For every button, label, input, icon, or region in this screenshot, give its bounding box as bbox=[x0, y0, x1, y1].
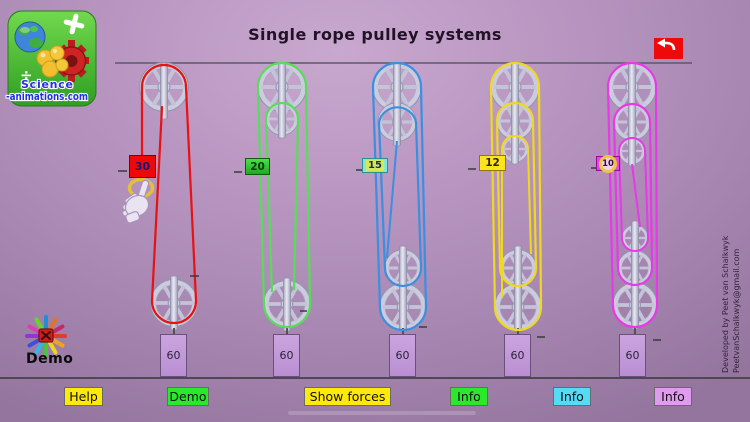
support-bar bbox=[278, 62, 286, 139]
load-weight-2: 60 bbox=[273, 334, 300, 377]
load-weight-4: 60 bbox=[504, 334, 531, 377]
force-handle-1[interactable]: 30 bbox=[129, 155, 156, 178]
force-value: 15 bbox=[366, 160, 384, 171]
force-value: 12 bbox=[485, 157, 500, 169]
rope bbox=[140, 63, 198, 325]
rope bbox=[501, 135, 532, 298]
force-handle-4[interactable]: 12 bbox=[479, 155, 506, 171]
help-button[interactable]: Help bbox=[64, 387, 103, 406]
info-button-2[interactable]: Info bbox=[553, 387, 591, 406]
highlight-strip bbox=[288, 411, 476, 415]
force-value: 10 bbox=[602, 158, 614, 169]
show-forces-button[interactable]: Show forces bbox=[304, 387, 391, 406]
movable-bar bbox=[631, 220, 639, 330]
support-bar bbox=[393, 62, 401, 147]
rope bbox=[612, 102, 654, 287]
rope bbox=[256, 61, 312, 329]
force-handle-2[interactable]: 20 bbox=[245, 158, 270, 175]
molecule-icon bbox=[36, 45, 69, 78]
credits: Developed by Peet van Schalkwyk PeetvanS… bbox=[721, 183, 742, 373]
info-button-3[interactable]: Info bbox=[654, 387, 692, 406]
support-bar bbox=[628, 62, 636, 167]
pulley-system-3 bbox=[356, 63, 427, 337]
rope bbox=[631, 163, 641, 228]
back-button[interactable] bbox=[654, 38, 683, 59]
credit-author: Developed by Peet van Schalkwyk bbox=[721, 235, 730, 373]
science-animations-logo[interactable]: ÷ Science -animations.com bbox=[5, 10, 97, 107]
return-arrow-icon bbox=[657, 38, 676, 51]
force-value: 20 bbox=[250, 160, 265, 173]
force-value: 30 bbox=[134, 160, 151, 173]
force-handle-3[interactable]: 15 bbox=[362, 158, 388, 173]
logo-text-1: Science bbox=[21, 78, 73, 91]
highlight-ring: 10 bbox=[599, 154, 617, 173]
pulley-system-5 bbox=[591, 61, 661, 341]
demo-button[interactable]: Demo bbox=[167, 387, 209, 406]
rope bbox=[264, 101, 300, 293]
pulley-system-1 bbox=[118, 63, 199, 337]
demo-marker-label: Demo bbox=[26, 351, 74, 367]
support-bar bbox=[511, 62, 519, 165]
load-weight-3: 60 bbox=[389, 334, 416, 377]
rope bbox=[606, 61, 659, 329]
logo-text-2: -animations.com bbox=[6, 91, 88, 103]
load-weight-1: 60 bbox=[160, 334, 187, 377]
divide-icon: ÷ bbox=[20, 66, 33, 84]
load-weight-5: 60 bbox=[619, 334, 646, 377]
page-title: Single rope pulley systems bbox=[248, 25, 502, 44]
rope bbox=[489, 61, 543, 332]
rope bbox=[386, 140, 398, 259]
globe-icon bbox=[14, 21, 46, 53]
hand-cursor-icon bbox=[121, 177, 155, 224]
support-bar bbox=[160, 62, 168, 120]
movable-bar bbox=[399, 245, 407, 332]
pulley-system-4 bbox=[468, 61, 545, 338]
pulley-system-2 bbox=[234, 63, 310, 337]
rope bbox=[371, 61, 428, 332]
movable-bar bbox=[514, 245, 522, 332]
rope bbox=[618, 137, 650, 252]
credit-email: PeetvanSchalkwyk@gmail.com bbox=[731, 248, 741, 373]
rope bbox=[495, 101, 538, 288]
rope bbox=[377, 106, 423, 288]
plus-icon bbox=[63, 13, 85, 35]
movable-bar bbox=[283, 277, 291, 332]
demo-starburst-icon[interactable] bbox=[25, 315, 67, 357]
info-button-1[interactable]: Info bbox=[450, 387, 488, 406]
force-handle-5[interactable]: 10 bbox=[596, 154, 620, 173]
